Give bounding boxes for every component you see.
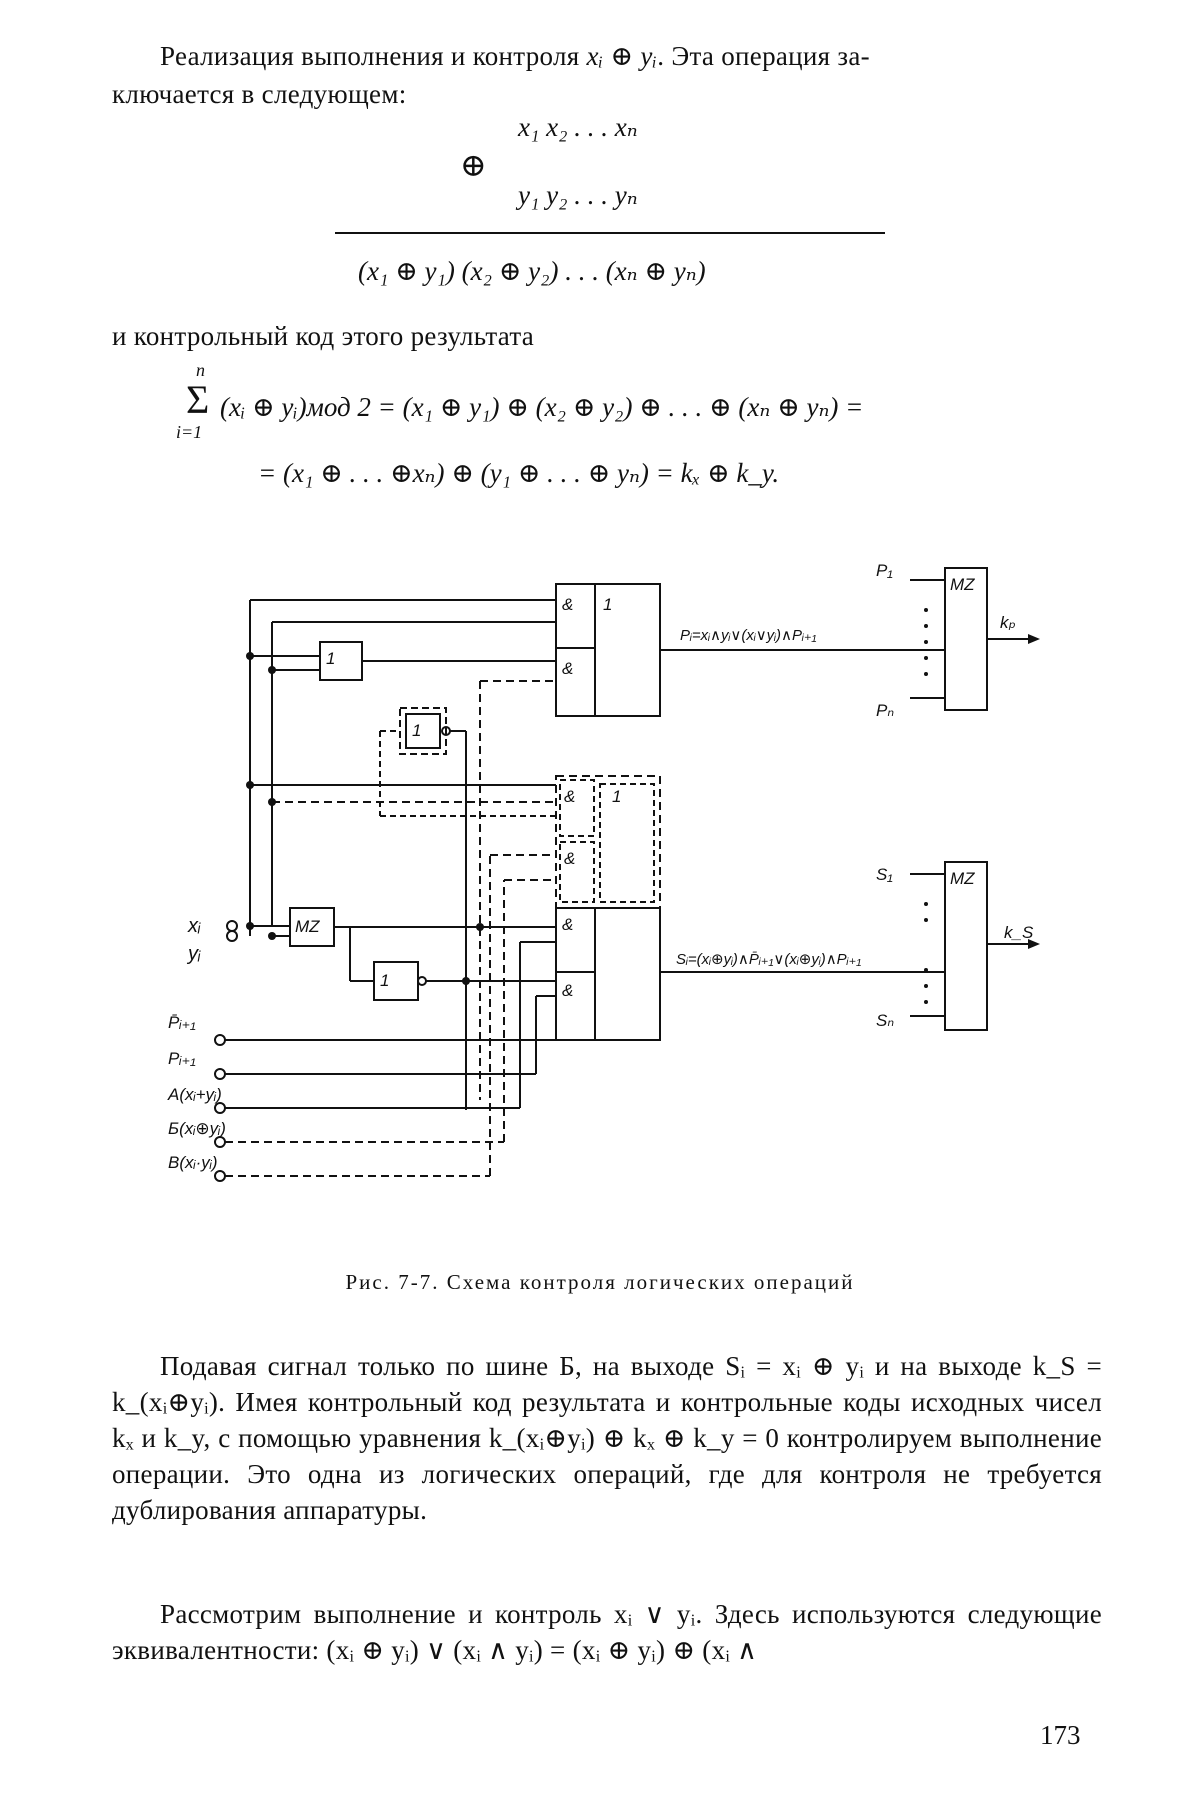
formula-s: Sᵢ=(xᵢ⊕yᵢ)∧P̄ᵢ₊₁∨(xᵢ⊕yᵢ)∧Pᵢ₊₁ (676, 951, 861, 968)
logic-schematic: & & 1 & & 1 & & 1 1 1 MZ MZ MZ xᵢ yᵢ P̄ᵢ… (0, 540, 1200, 1240)
input-p-label: Pᵢ₊₁ (168, 1049, 196, 1068)
and-label-1: & (562, 595, 573, 614)
and-label-3: & (564, 787, 575, 806)
and-label-5: & (562, 915, 573, 934)
p1-label: P₁ (876, 561, 893, 580)
input-v-label: В(xᵢ·yᵢ) (168, 1153, 218, 1172)
paragraph-2: Рассмотрим выполнение и контроль xᵢ ∨ yᵢ… (112, 1596, 1102, 1668)
pn-label: Pₙ (876, 701, 894, 720)
input-b-label: Б(xᵢ⊕yᵢ) (168, 1119, 226, 1138)
operation-row-x: x₁ x₂ . . . xₙ (518, 112, 638, 143)
sum-line2: = (x₁ ⊕ . . . ⊕xₙ) ⊕ (y₁ ⊕ . . . ⊕ yₙ) =… (258, 458, 779, 489)
intro-line1: Реализация выполнения и контроля xᵢ ⊕ yᵢ… (112, 38, 1102, 74)
sn-label: Sₙ (876, 1011, 894, 1030)
figure-caption: Рис. 7-7. Схема контроля логических опер… (0, 1270, 1200, 1295)
mz-label-p: MZ (950, 575, 975, 594)
not-label-3: 1 (380, 971, 389, 990)
not-label-1: 1 (326, 649, 335, 668)
mz-label-input: MZ (295, 917, 320, 936)
or-label-2: 1 (612, 787, 621, 806)
ks-label: k_S (1004, 923, 1034, 942)
and-label-6: & (562, 981, 573, 1000)
intro-suffix: . Эта операция за- (657, 41, 870, 71)
sum-line1: (xᵢ ⊕ yᵢ)мод 2 = (x₁ ⊕ y₁) ⊕ (x₂ ⊕ y₂) ⊕… (220, 392, 863, 423)
and-label-2: & (562, 659, 573, 678)
input-a-label: A(xᵢ+yᵢ) (167, 1085, 222, 1104)
paragraph-1: Подавая сигнал только по шине Б, на выхо… (112, 1348, 1102, 1528)
s1-label: S₁ (876, 865, 893, 884)
input-y-label: yᵢ (186, 943, 201, 965)
operation-result: (x₁ ⊕ y₁) (x₂ ⊕ y₂) . . . (xₙ ⊕ yₙ) (358, 256, 706, 287)
intro-line2: ключается в следующем: (112, 76, 1102, 112)
operation-rule (335, 232, 885, 234)
page-number: 173 (1040, 1720, 1081, 1751)
or-label-1: 1 (603, 595, 612, 614)
intro-text: Реализация выполнения и контроля (160, 41, 587, 71)
kp-label: kₚ (1000, 613, 1016, 632)
mz-label-s: MZ (950, 869, 975, 888)
sum-sigma: Σ (186, 376, 209, 423)
and-label-4: & (564, 849, 575, 868)
intro-math: xᵢ ⊕ yᵢ (587, 41, 658, 71)
sum-lower: i=1 (176, 422, 202, 443)
not-label-2: 1 (412, 721, 421, 740)
input-x-label: xᵢ (187, 915, 201, 937)
control-text: и контрольный код этого результата (112, 318, 1102, 354)
formula-p: Pᵢ=xᵢ∧yᵢ∨(xᵢ∨yᵢ)∧Pᵢ₊₁ (680, 627, 817, 644)
operation-row-y: y₁ y₂ . . . yₙ (518, 180, 638, 211)
xor-sign: ⊕ (460, 146, 487, 184)
input-pbar-label: P̄ᵢ₊₁ (168, 1013, 196, 1032)
